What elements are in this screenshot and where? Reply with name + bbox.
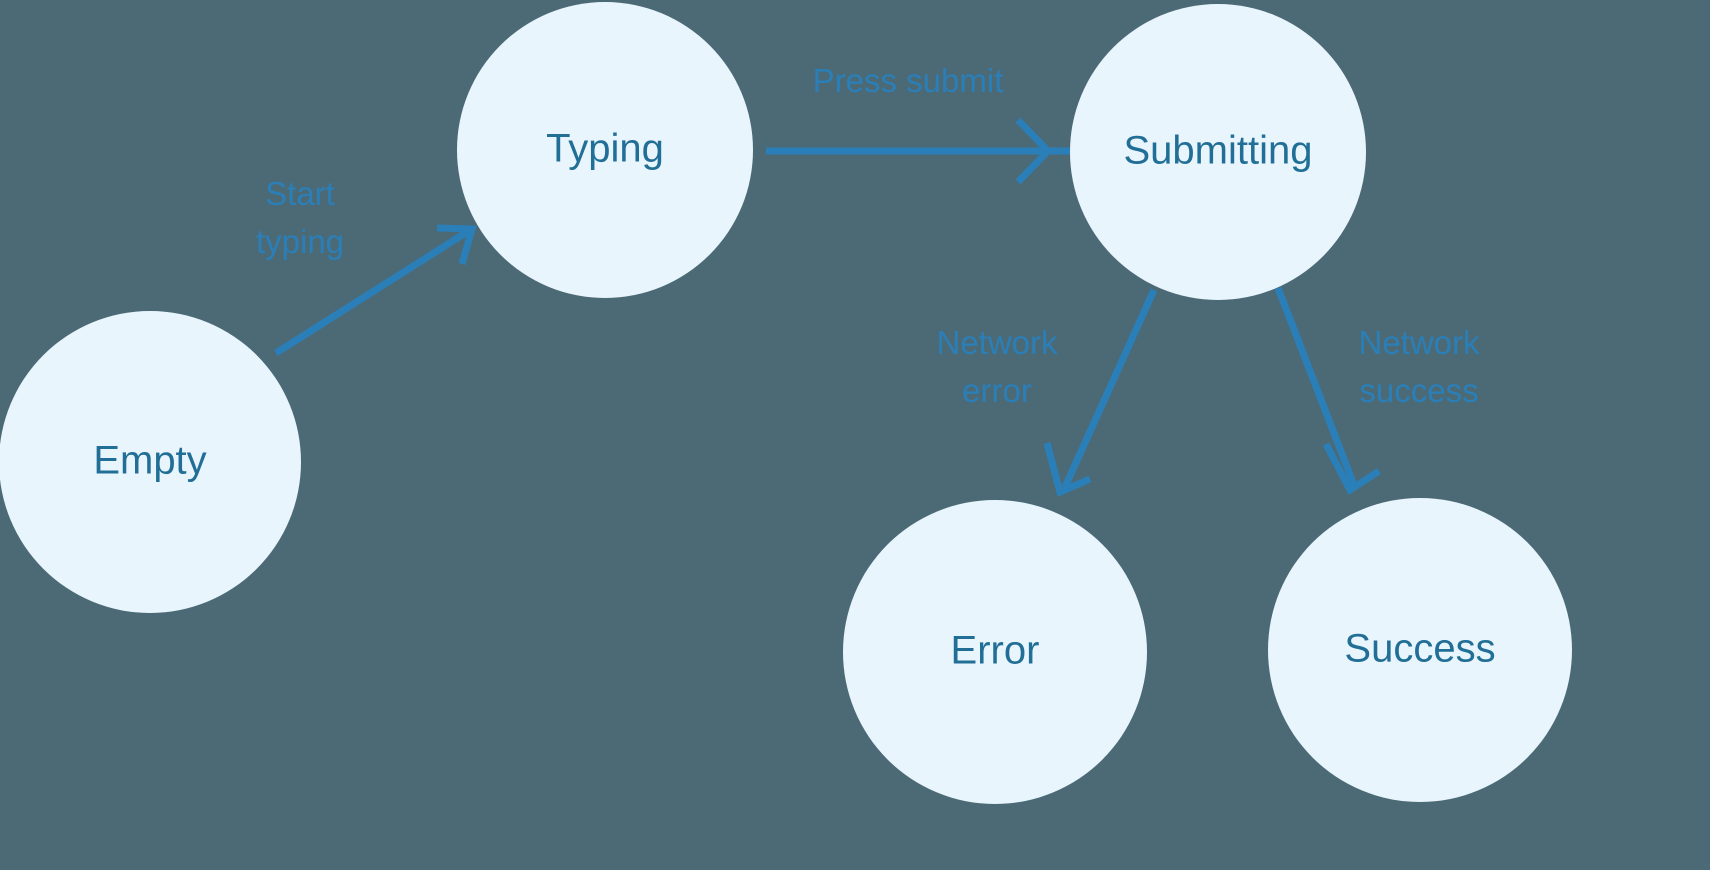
- edge-typing-to-submitting[interactable]: [766, 117, 1070, 185]
- edge-empty-to-typing[interactable]: [274, 224, 477, 356]
- edge-typing-to-submitting-arrowhead: [1015, 117, 1053, 185]
- edge-label-network-error-line-2: error: [962, 372, 1032, 409]
- edge-label-network-success-line-2: success: [1359, 372, 1478, 409]
- state-node-success-circle: [1268, 498, 1572, 802]
- edge-submitting-to-success-line: [1274, 286, 1358, 487]
- edge-label-network-error: Network error: [936, 324, 1058, 409]
- state-node-error-circle: [843, 500, 1147, 804]
- edge-submitting-to-success[interactable]: [1274, 286, 1381, 496]
- edge-label-network-success-line-1: Network: [1358, 324, 1480, 361]
- state-node-typing-label: Typing: [546, 127, 664, 171]
- state-node-empty-circle: [0, 311, 301, 613]
- edge-submitting-to-success-arrowhead: [1322, 442, 1381, 496]
- edge-label-start-typing: Start typing: [256, 175, 344, 260]
- state-node-submitting-label: Submitting: [1124, 129, 1313, 173]
- edge-empty-to-typing-arrowhead: [436, 224, 477, 265]
- edge-submitting-to-error[interactable]: [1043, 288, 1158, 497]
- edge-label-network-error-line-1: Network: [936, 324, 1058, 361]
- state-node-success-label: Success: [1344, 627, 1495, 671]
- state-node-empty[interactable]: Empty: [0, 311, 301, 613]
- state-node-empty-label: Empty: [93, 439, 206, 483]
- edge-label-press-submit-line-1: Press submit: [813, 62, 1004, 99]
- edge-submitting-to-error-line: [1061, 288, 1158, 489]
- state-node-success[interactable]: Success: [1268, 498, 1572, 802]
- edge-label-start-typing-line-1: Start: [265, 175, 335, 212]
- state-node-typing-circle: [457, 2, 753, 298]
- edge-submitting-to-error-arrowhead: [1043, 442, 1092, 497]
- edge-label-network-success: Network success: [1358, 324, 1480, 409]
- state-node-error-label: Error: [951, 629, 1040, 673]
- state-node-typing[interactable]: Typing: [457, 2, 753, 298]
- state-node-submitting[interactable]: Submitting: [1070, 4, 1366, 300]
- edge-label-start-typing-line-2: typing: [256, 223, 344, 260]
- state-node-submitting-circle: [1070, 4, 1366, 300]
- edge-empty-to-typing-line: [274, 229, 469, 356]
- state-node-error[interactable]: Error: [843, 500, 1147, 804]
- edge-label-press-submit: Press submit: [813, 62, 1004, 99]
